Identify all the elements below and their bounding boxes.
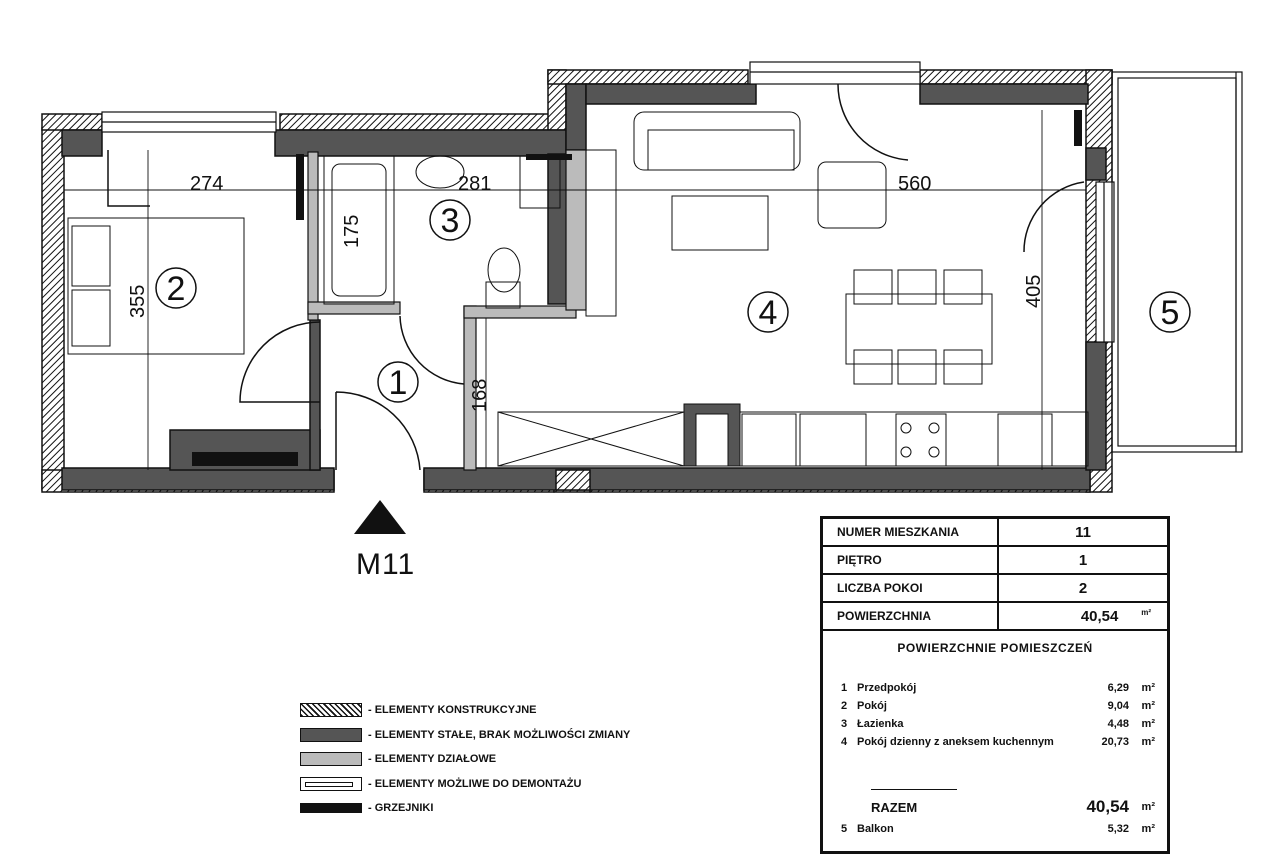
room-name: Łazienka (857, 718, 904, 730)
dimension-label: 168 (469, 379, 491, 412)
room-number: 3 (441, 202, 460, 240)
legend-label: - ELEMENTY STAŁE, BRAK MOŻLIWOŚCI ZMIANY (368, 728, 631, 741)
table-row: POWIERZCHNIA 40,54 m² (823, 601, 1167, 631)
floor-value: 1 (997, 545, 1167, 575)
total-unit: m² (1141, 801, 1155, 813)
total-area: 40,54 (1086, 797, 1129, 816)
room-number: 5 (1161, 294, 1180, 332)
balcony-name: Balkon (857, 823, 894, 835)
apartment-number-label: NUMER MIESZKANIA (823, 519, 999, 547)
legend-item: - ELEMENTY DZIAŁOWE (300, 747, 630, 772)
doors (107, 83, 1085, 471)
list-item: 3 Łazienka 4,48 m² (841, 715, 1155, 733)
fixed-elements (61, 83, 1107, 491)
entrance-arrow-icon (354, 500, 406, 534)
entrance-label: M11 (356, 548, 416, 581)
room-index: 4 (841, 736, 848, 748)
room-index: 3 (841, 718, 848, 730)
floor-label: PIĘTRO (823, 545, 999, 575)
furniture (67, 111, 1089, 467)
room-area: 20,73 (1101, 736, 1129, 748)
total-label: RAZEM (871, 799, 918, 815)
table-row: NUMER MIESZKANIA 11 (823, 519, 1167, 547)
radiators (192, 110, 1082, 466)
list-item: 1 Przedpokój 6,29 m² (841, 679, 1155, 697)
structural-swatch-icon (300, 703, 362, 718)
dimension-label: 560 (898, 173, 931, 195)
apartment-info-panel: NUMER MIESZKANIA 11 PIĘTRO 1 LICZBA POKO… (820, 516, 1170, 854)
dimension-lines (64, 110, 1086, 470)
dimension-label: 274 (190, 173, 223, 195)
balcony-unit: m² (1141, 823, 1155, 835)
radiator-swatch-icon (300, 803, 362, 814)
total-row: RAZEM 40,54 m² (871, 797, 1155, 817)
dimension-label: 175 (341, 215, 363, 248)
room-markers (155, 199, 1191, 403)
legend-item: - ELEMENTY KONSTRUKCYJNE (300, 698, 630, 723)
room-name: Pokój dzienny z aneksem kuchennym (857, 736, 1054, 748)
room-name: Przedpokój (857, 682, 917, 694)
room-index: 2 (841, 700, 848, 712)
rooms-count-label: LICZBA POKOI (823, 573, 999, 603)
legend-item: - GRZEJNIKI (300, 796, 630, 821)
fixed-swatch-icon (300, 727, 362, 742)
room-area: 9,04 (1107, 700, 1129, 712)
legend-item: - ELEMENTY MOŻLIWE DO DEMONTAŻU (300, 772, 630, 797)
table-row: PIĘTRO 1 (823, 545, 1167, 575)
windows (101, 61, 1115, 343)
balcony-row: 5 Balkon 5,32 m² (841, 823, 1155, 835)
rooms-count-value: 2 (997, 573, 1167, 603)
legend-item: - ELEMENTY STAŁE, BRAK MOŻLIWOŚCI ZMIANY (300, 723, 630, 748)
legend-label: - ELEMENTY KONSTRUKCYJNE (368, 704, 537, 717)
legend-label: - GRZEJNIKI (368, 802, 434, 815)
room-number: 4 (759, 294, 778, 332)
room-index: 5 (841, 823, 848, 835)
room-area-list: 1 Przedpokój 6,29 m² 2 Pokój 9,04 m² 3 Ł… (841, 679, 1155, 751)
apartment-summary-table: NUMER MIESZKANIA 11 PIĘTRO 1 LICZBA POKO… (823, 519, 1167, 631)
area-value-cell: 40,54 m² (997, 601, 1167, 631)
legend-label: - ELEMENTY DZIAŁOWE (368, 753, 497, 766)
table-row: LICZBA POKOI 2 (823, 573, 1167, 603)
list-item: 4 Pokój dzienny z aneksem kuchennym 20,7… (841, 733, 1155, 751)
dimension-label: 405 (1023, 275, 1045, 308)
total-divider (871, 789, 957, 790)
balcony (1111, 71, 1243, 453)
room-number: 1 (389, 364, 408, 402)
room-index: 1 (841, 682, 848, 694)
room-area-unit: m² (1141, 718, 1155, 730)
dimension-label: 281 (458, 173, 491, 195)
room-area-unit: m² (1141, 682, 1155, 694)
apartment-number: 11 (997, 519, 1167, 547)
rooms-heading: POWIERZCHNIE POMIESZCZEŃ (897, 641, 1093, 655)
room-area: 4,48 (1107, 718, 1129, 730)
dimension-label: 355 (127, 285, 149, 318)
removable-swatch-icon (300, 776, 362, 791)
legend-label: - ELEMENTY MOŻLIWE DO DEMONTAŻU (368, 777, 582, 790)
legend: - ELEMENTY KONSTRUKCYJNE - ELEMENTY STAŁ… (300, 698, 630, 821)
partition-swatch-icon (300, 752, 362, 767)
room-number: 2 (167, 270, 186, 308)
room-name: Pokój (857, 700, 887, 712)
room-area-unit: m² (1141, 736, 1155, 748)
area-label: POWIERZCHNIA (823, 601, 999, 631)
area-unit: m² (1141, 607, 1151, 617)
partition-walls (307, 149, 587, 471)
room-area: 6,29 (1107, 682, 1129, 694)
area-value: 40,54 (1080, 607, 1119, 625)
list-item: 2 Pokój 9,04 m² (841, 697, 1155, 715)
balcony-area: 5,32 (1107, 823, 1129, 835)
room-area-unit: m² (1141, 700, 1155, 712)
